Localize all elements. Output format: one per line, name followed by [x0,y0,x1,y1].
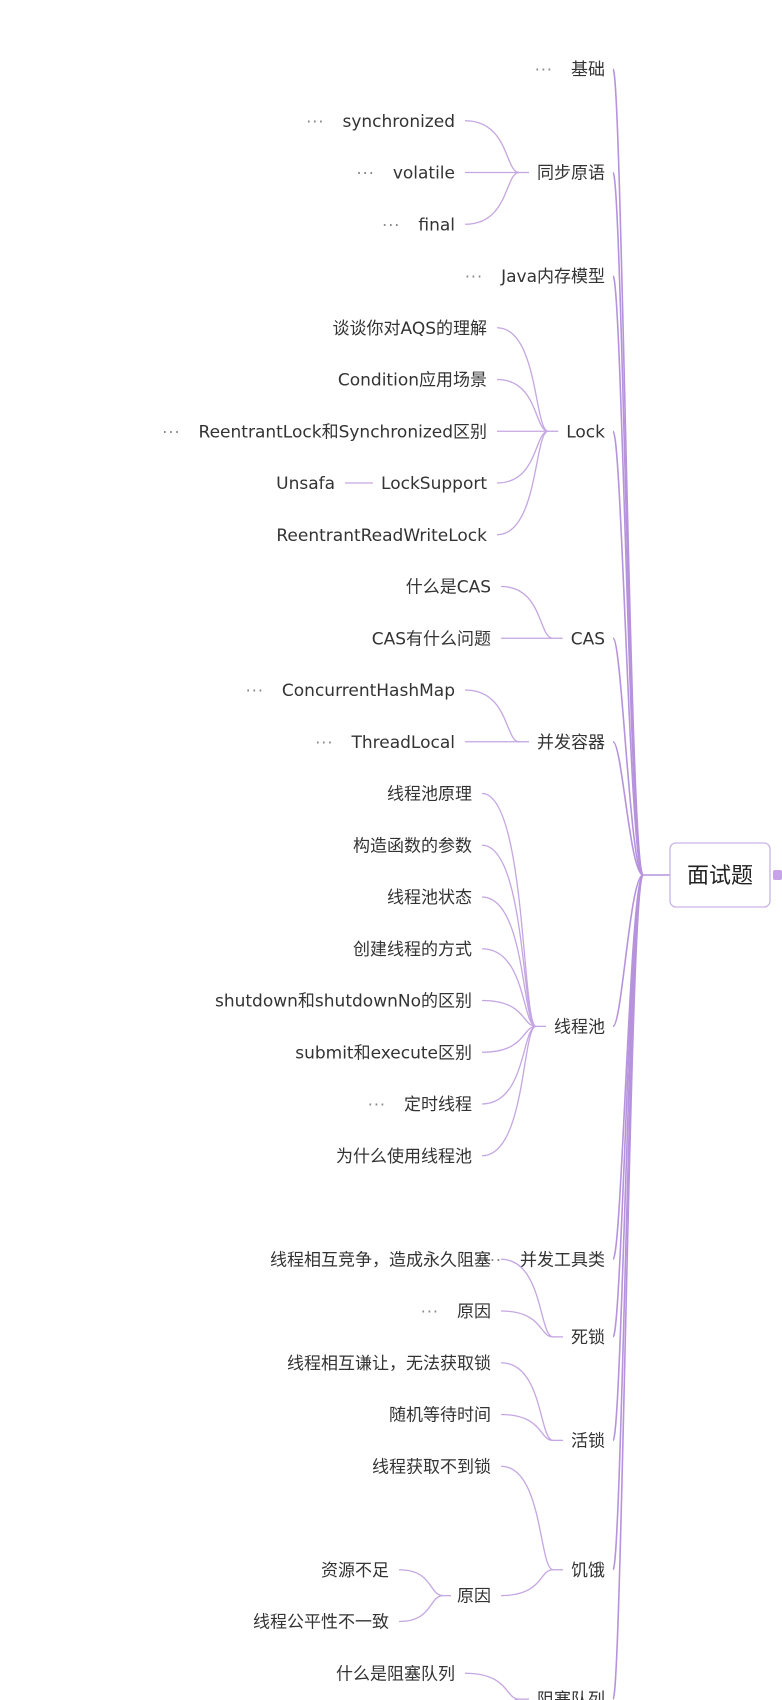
branch-0-label[interactable]: 基础 [571,60,605,80]
trunk-connector-6 [612,874,644,1028]
branch-6-child-6-connector [481,1025,537,1105]
branch-10-child-1-grandchild-0-label[interactable]: 资源不足 [321,1561,389,1581]
branch-0-collapsed-icon[interactable]: ··· [535,60,553,79]
branch-10-child-0-label[interactable]: 线程获取不到锁 [372,1457,491,1477]
branch-4-child-0-connector [500,585,553,639]
branch-6-child-2-label[interactable]: 线程池状态 [387,888,472,908]
branch-3-child-4-connector [496,430,549,536]
branch-10-child-0-connector [500,1465,554,1571]
branch-1-child-1-label[interactable]: volatile [393,164,455,184]
branch-4-child-0-label[interactable]: 什么是CAS [406,578,491,598]
branch-1-child-1-collapsed-icon[interactable]: ··· [357,164,375,183]
branch-8-child-0-connector [500,1258,554,1338]
branch-1-label[interactable]: 同步原语 [537,164,605,184]
branch-11-child-0-connector [464,1672,520,1700]
branch-6-label[interactable]: 线程池 [554,1017,605,1037]
branch-7-collapsed-icon[interactable]: ··· [484,1250,502,1269]
branch-10-child-1-grandchild-1-label[interactable]: 线程公平性不一致 [253,1613,389,1633]
branch-6-child-0-connector [481,792,537,1028]
branch-1-child-2-label[interactable]: final [418,215,455,235]
branch-9-label[interactable]: 活锁 [571,1431,605,1451]
trunk-connector-2 [612,275,644,876]
branch-6-child-5-connector [481,1025,537,1053]
root-node-label: 面试题 [687,864,753,889]
branch-1-child-0-label[interactable]: synchronized [342,112,455,132]
branch-8-child-1-label[interactable]: 原因 [457,1302,491,1322]
branch-8-child-0-label[interactable]: 线程相互竞争，造成永久阻塞 [270,1250,491,1270]
branch-3-child-2-collapsed-icon[interactable]: ··· [162,422,180,441]
branch-3-child-1-connector [496,378,549,432]
branch-5-child-0-connector [464,689,520,743]
branch-3-child-2-label[interactable]: ReentrantLock和Synchronized区别 [199,422,487,442]
branch-3-child-3-connector [496,430,549,484]
branch-6-child-4-label[interactable]: shutdown和shutdownNo的区别 [215,992,472,1012]
trunk-connector-11 [612,874,644,1700]
branch-3-label[interactable]: Lock [566,422,605,442]
branch-9-child-0-connector [500,1362,554,1442]
branch-3-child-1-label[interactable]: Condition应用场景 [338,371,487,391]
branch-4-label[interactable]: CAS [571,629,605,649]
mind-map-nodes: 基础 ··· 同步原语 synchronized ··· volatile ··· final… [162,60,605,1700]
branch-6-child-5-label[interactable]: submit和execute区别 [295,1043,472,1063]
branch-1-child-2-connector [464,171,520,225]
trunk-connector-5 [612,740,644,876]
root-node-box [669,842,771,908]
branch-6-child-3-label[interactable]: 创建线程的方式 [353,940,472,960]
branch-3-child-3-label[interactable]: LockSupport [381,474,487,494]
branch-10-child-1-grandchild-0-connector [398,1569,444,1597]
branch-8-child-1-connector [500,1310,554,1338]
root-node[interactable]: 面试题 [669,842,782,908]
branch-2-label[interactable]: Java内存模型 [500,267,605,287]
branch-9-child-1-label[interactable]: 随机等待时间 [389,1406,491,1426]
branch-6-child-3-connector [481,948,537,1028]
branch-10-label[interactable]: 饥饿 [571,1561,605,1581]
branch-5-label[interactable]: 并发容器 [537,733,605,753]
trunk-connector-4 [612,637,644,876]
branch-5-child-1-label[interactable]: ThreadLocal [350,733,455,753]
branch-8-label[interactable]: 死锁 [571,1328,605,1348]
branch-11-child-0-label[interactable]: 什么是阻塞队列 [336,1664,455,1684]
branch-6-child-6-label[interactable]: 定时线程 [404,1095,472,1115]
branch-3-child-0-label[interactable]: 谈谈你对AQS的理解 [332,319,487,339]
branch-6-child-6-collapsed-icon[interactable]: ··· [368,1095,386,1114]
branch-6-child-1-connector [481,844,537,1028]
branch-10-child-1-connector [500,1569,554,1597]
branch-3-child-0-connector [496,327,549,432]
branch-6-child-4-connector [481,999,537,1028]
expand-handle-icon[interactable] [773,870,782,880]
branch-2-collapsed-icon[interactable]: ··· [465,267,483,286]
branch-8-child-1-collapsed-icon[interactable]: ··· [421,1302,439,1321]
branch-6-child-7-connector [481,1025,537,1157]
branch-10-child-1-label[interactable]: 原因 [457,1587,491,1607]
branch-10-child-1-grandchild-1-connector [398,1594,444,1623]
branch-3-child-3-grandchild-0-label[interactable]: Unsafa [276,474,335,494]
branch-6-child-2-connector [481,896,537,1028]
trunk-connector-3 [612,430,644,876]
branch-5-child-0-label[interactable]: ConcurrentHashMap [282,681,455,701]
mind-map-connectors [345,68,670,1700]
branch-9-child-1-connector [500,1413,554,1442]
branch-11-label[interactable]: 阻塞队列 [537,1690,605,1700]
branch-3-child-4-label[interactable]: ReentrantReadWriteLock [276,526,487,546]
branch-5-child-0-collapsed-icon[interactable]: ··· [246,681,264,700]
branch-6-child-1-label[interactable]: 构造函数的参数 [353,836,472,856]
branch-1-child-0-connector [464,120,520,174]
branch-4-child-1-label[interactable]: CAS有什么问题 [372,629,491,649]
branch-5-child-1-collapsed-icon[interactable]: ··· [315,733,333,752]
branch-9-child-0-label[interactable]: 线程相互谦让，无法获取锁 [287,1354,491,1374]
branch-1-child-2-collapsed-icon[interactable]: ··· [382,215,400,234]
branch-1-child-0-collapsed-icon[interactable]: ··· [306,112,324,131]
branch-6-child-0-label[interactable]: 线程池原理 [387,785,472,805]
branch-6-child-7-label[interactable]: 为什么使用线程池 [336,1146,472,1167]
branch-7-label[interactable]: 并发工具类 [520,1250,605,1270]
